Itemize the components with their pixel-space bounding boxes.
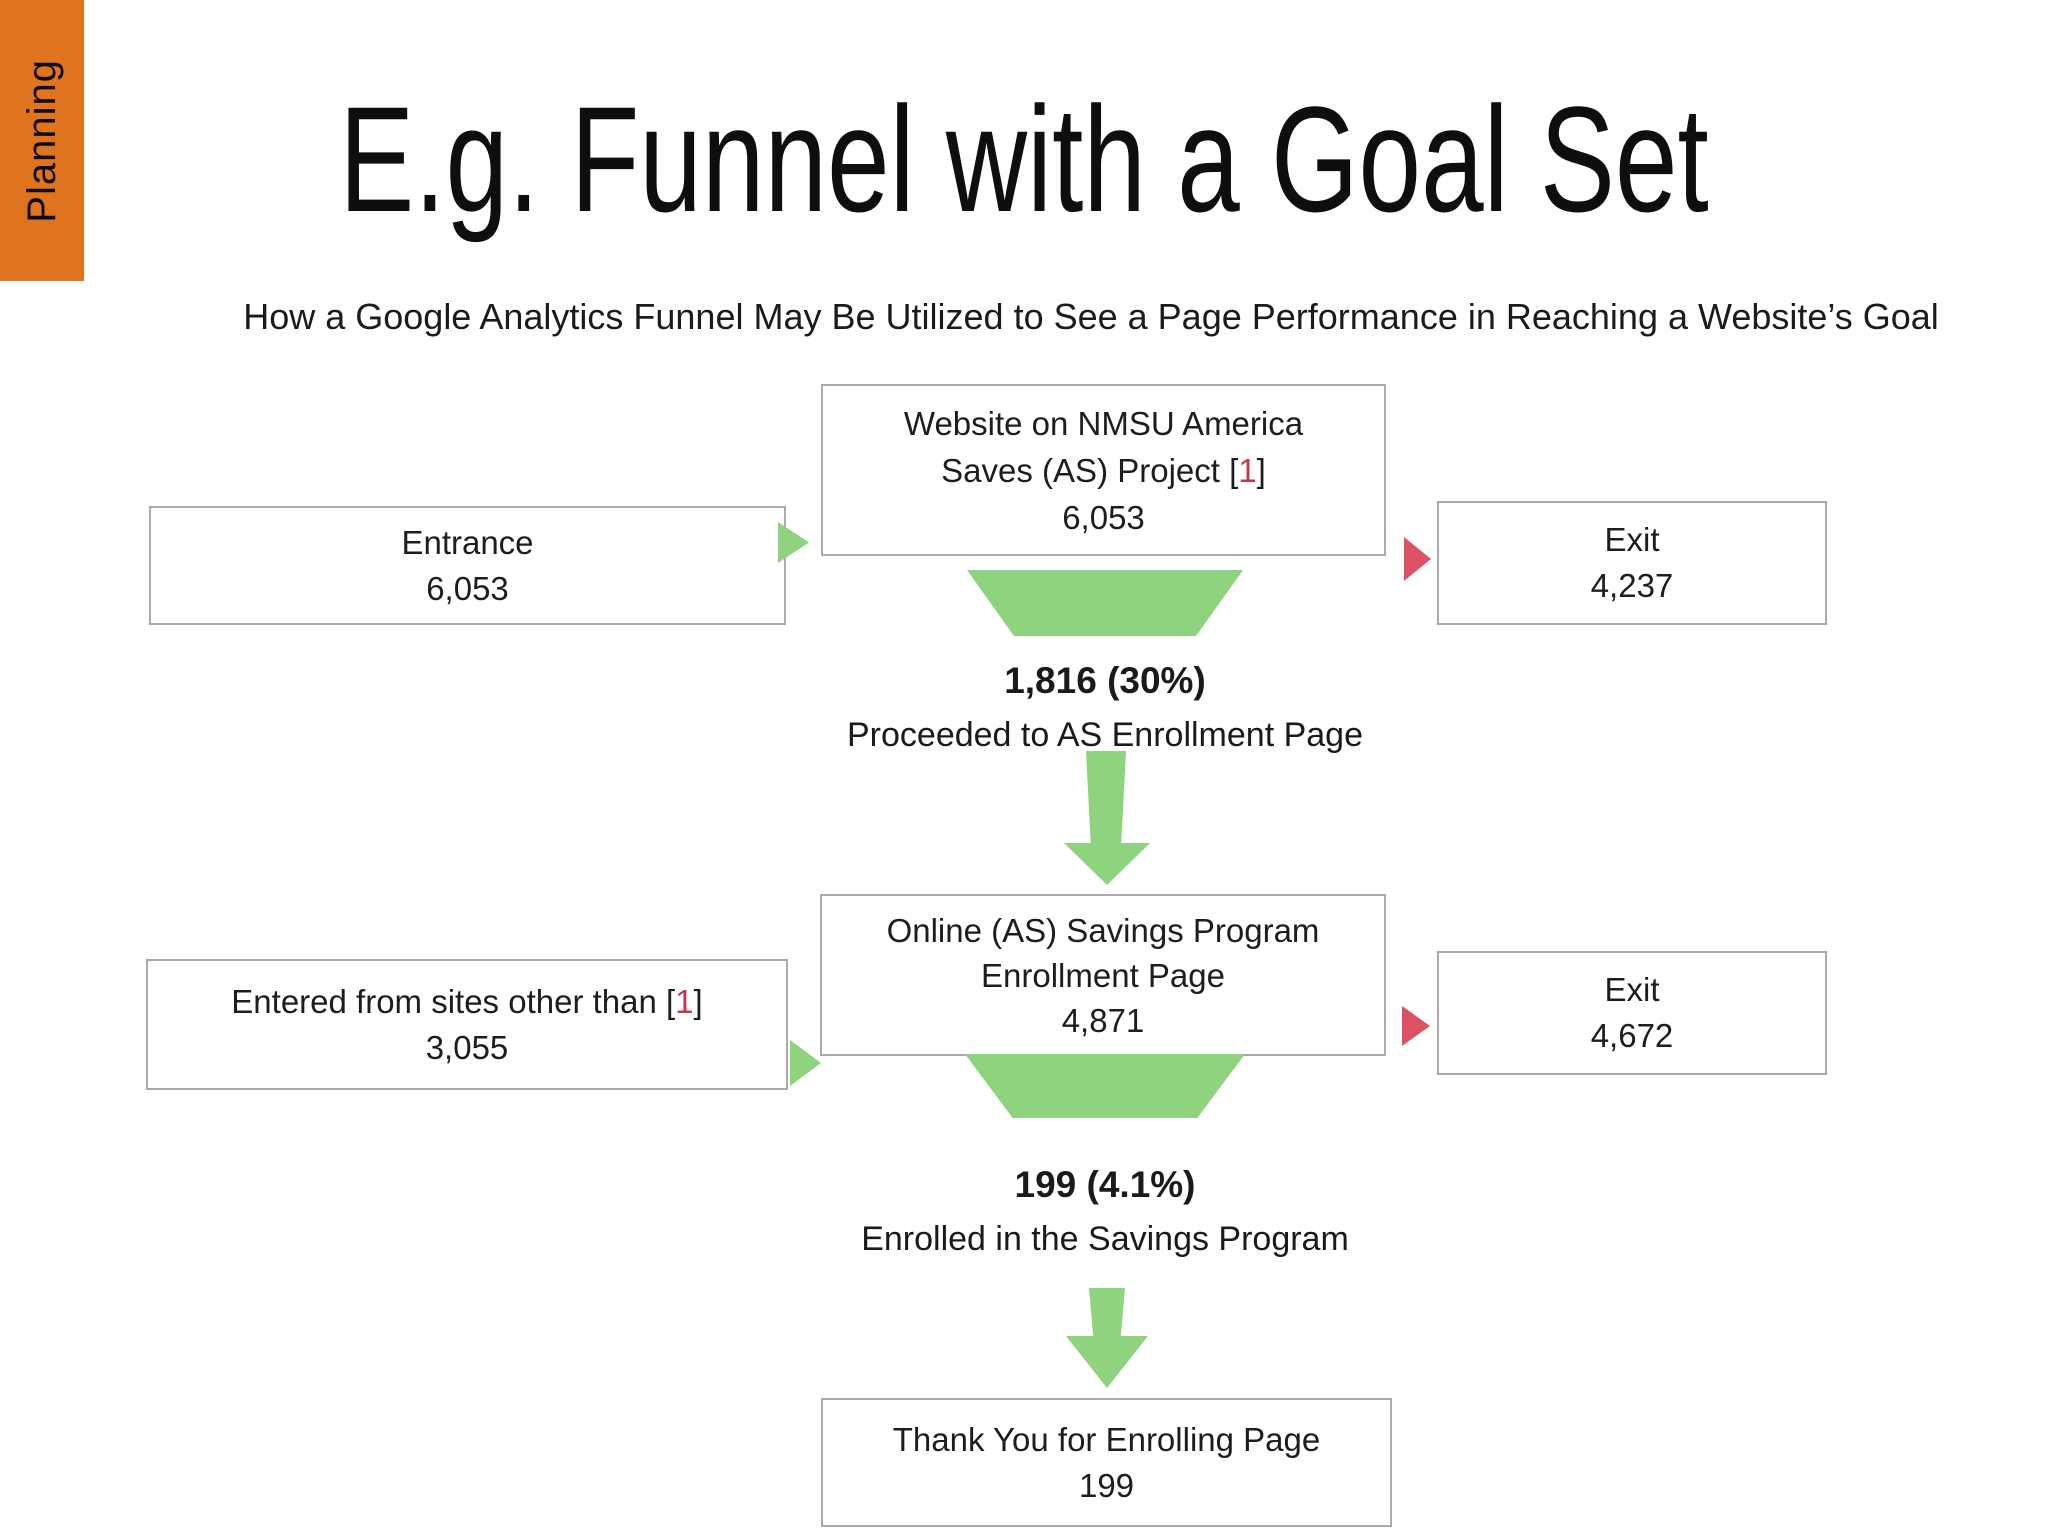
exit-right-arrow-icon bbox=[1404, 537, 1431, 581]
step1-reference-number: 1 bbox=[1238, 451, 1257, 489]
entered-label-prefix: Entered from sites other than [ bbox=[231, 982, 676, 1020]
funnel-trapezoid-1 bbox=[967, 570, 1243, 636]
step2-page-name-line1: Online (AS) Savings Program bbox=[886, 911, 1320, 949]
exit-right-arrow-2-icon bbox=[1402, 1006, 1430, 1046]
funnel-trapezoid-2 bbox=[965, 1054, 1245, 1118]
exit2-label: Exit bbox=[1604, 971, 1660, 1008]
exit1-label: Exit bbox=[1604, 521, 1660, 558]
exit2-value: 4,672 bbox=[1590, 1017, 1674, 1054]
down-arrow-2-icon bbox=[1066, 1336, 1148, 1388]
entered-label-suffix: ] bbox=[693, 982, 703, 1020]
step1-line2-suffix: ] bbox=[1256, 451, 1266, 489]
entered-other-sites-box: Entered from sites other than [1] 3,055 bbox=[146, 959, 788, 1090]
exit2-box: Exit 4,672 bbox=[1437, 951, 1827, 1075]
step1-page-box: Website on NMSU America Saves (AS) Proje… bbox=[821, 384, 1400, 572]
flow-right-arrow-2-icon bbox=[790, 1040, 821, 1086]
step2-page-value: 4,871 bbox=[1061, 1001, 1145, 1039]
section-tab-label: Planning bbox=[19, 58, 64, 223]
entered-other-sites-value: 3,055 bbox=[425, 1028, 509, 1066]
entrance-box: Entrance 6,053 bbox=[149, 506, 786, 625]
step3-thank-you-box: Thank You for Enrolling Page 199 bbox=[821, 1398, 1406, 1536]
flow-right-arrow-icon bbox=[778, 522, 809, 563]
step1-page-name-line2: Saves (AS) Project [1] bbox=[941, 447, 1266, 494]
section-tab-planning: Planning bbox=[0, 0, 84, 281]
transition2-stat: 199 (4.1%) Enrolled in the Savings Progr… bbox=[605, 1164, 1605, 1259]
transition1-label: Proceeded to AS Enrollment Page bbox=[847, 716, 1363, 754]
entrance-value: 6,053 bbox=[426, 569, 509, 607]
step3-page-name: Thank You for Enrolling Page bbox=[892, 1420, 1321, 1458]
page-title: E.g. Funnel with a Goal Set bbox=[339, 75, 1709, 243]
entered-other-sites-label: Entered from sites other than [1] bbox=[231, 979, 702, 1025]
transition1-value: 1,816 (30%) bbox=[1004, 660, 1206, 701]
entered-reference-number: 1 bbox=[675, 982, 694, 1020]
transition2-value: 199 (4.1%) bbox=[1014, 1164, 1196, 1205]
page-subtitle: How a Google Analytics Funnel May Be Uti… bbox=[243, 296, 1939, 337]
step2-page-box: Online (AS) Savings Program Enrollment P… bbox=[820, 894, 1400, 1072]
step2-page-name-line2: Enrollment Page bbox=[981, 956, 1225, 994]
transition1-stat: 1,816 (30%) Proceeded to AS Enrollment P… bbox=[605, 660, 1605, 755]
down-arrow-1-shaft bbox=[1086, 751, 1126, 845]
step1-line2-prefix: Saves (AS) Project [ bbox=[941, 451, 1239, 489]
down-arrow-2-shaft bbox=[1089, 1288, 1125, 1338]
down-arrow-1-icon bbox=[1064, 843, 1150, 885]
exit1-value: 4,237 bbox=[1590, 567, 1674, 604]
entrance-label: Entrance bbox=[401, 523, 534, 561]
transition2-label: Enrolled in the Savings Program bbox=[861, 1220, 1349, 1258]
exit1-box: Exit 4,237 bbox=[1437, 501, 1827, 625]
step1-page-value: 6,053 bbox=[1062, 498, 1145, 536]
step3-page-value: 199 bbox=[1078, 1466, 1135, 1504]
step1-page-name-line1: Website on NMSU America bbox=[903, 404, 1304, 442]
